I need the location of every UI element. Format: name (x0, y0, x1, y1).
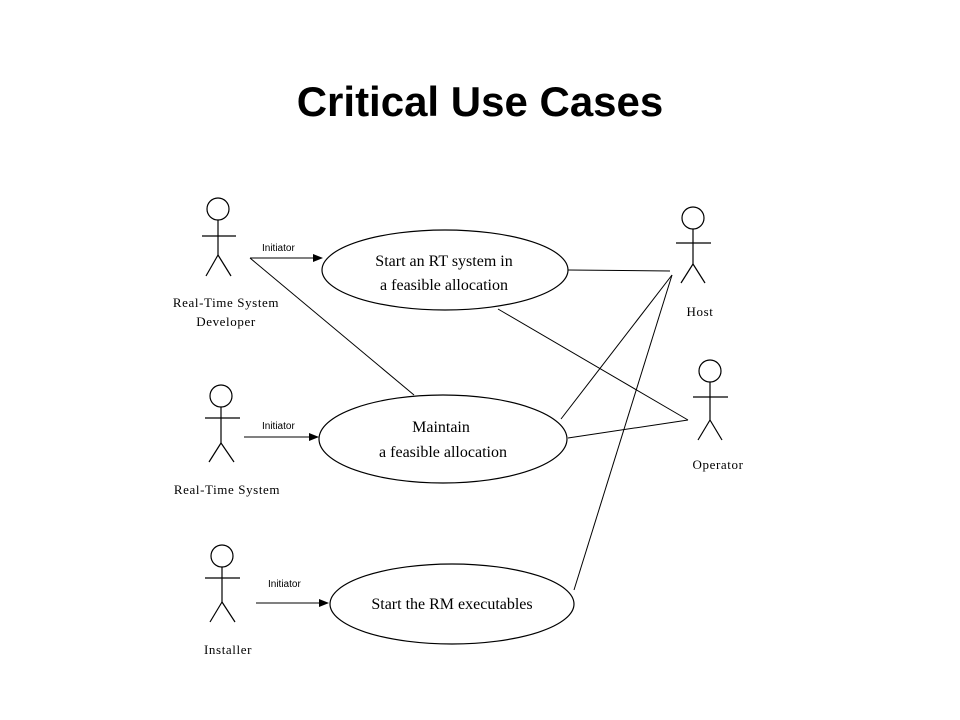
association-maintain-operator (567, 419, 689, 439)
use-case-maintain (318, 394, 568, 484)
association-start-rt-host (567, 269, 671, 272)
actor-installer (205, 544, 240, 623)
use-case-label: Start the RM executables (371, 596, 532, 613)
association-developer-maintain (249, 257, 415, 396)
use-case-label: Maintain (412, 419, 470, 436)
initiator-label: Initiator (268, 579, 301, 590)
actor-head-icon (210, 544, 234, 568)
actor-head-icon (681, 206, 705, 230)
use-case-start-rt (321, 229, 569, 311)
association-maintain-host (560, 274, 673, 420)
initiator-label: Initiator (262, 421, 295, 432)
use-case-label: Start an RT system in (375, 253, 512, 270)
actor-label: Developer (196, 314, 256, 329)
initiator-label: Initiator (262, 243, 295, 254)
actor-host (676, 206, 711, 284)
actor-label: Installer (204, 642, 252, 657)
use-case-label: a feasible allocation (379, 444, 507, 461)
actor-rt-system (205, 384, 240, 463)
use-case-start-rm (329, 563, 575, 645)
actor-label: Real-Time System (174, 482, 280, 497)
association-start-rt-operator (497, 308, 689, 421)
actor-label: Operator (693, 457, 744, 472)
slide-title: Critical Use Cases (296, 78, 664, 125)
actor-label: Real-Time System (173, 295, 279, 310)
association-start-rm-host (573, 274, 673, 591)
actor-operator (693, 359, 728, 441)
actor-head-icon (206, 197, 230, 221)
actor-head-icon (698, 359, 722, 383)
actor-label: Host (687, 304, 714, 319)
use-case-label: a feasible allocation (380, 277, 508, 294)
actor-developer (202, 197, 236, 277)
actor-head-icon (209, 384, 233, 408)
